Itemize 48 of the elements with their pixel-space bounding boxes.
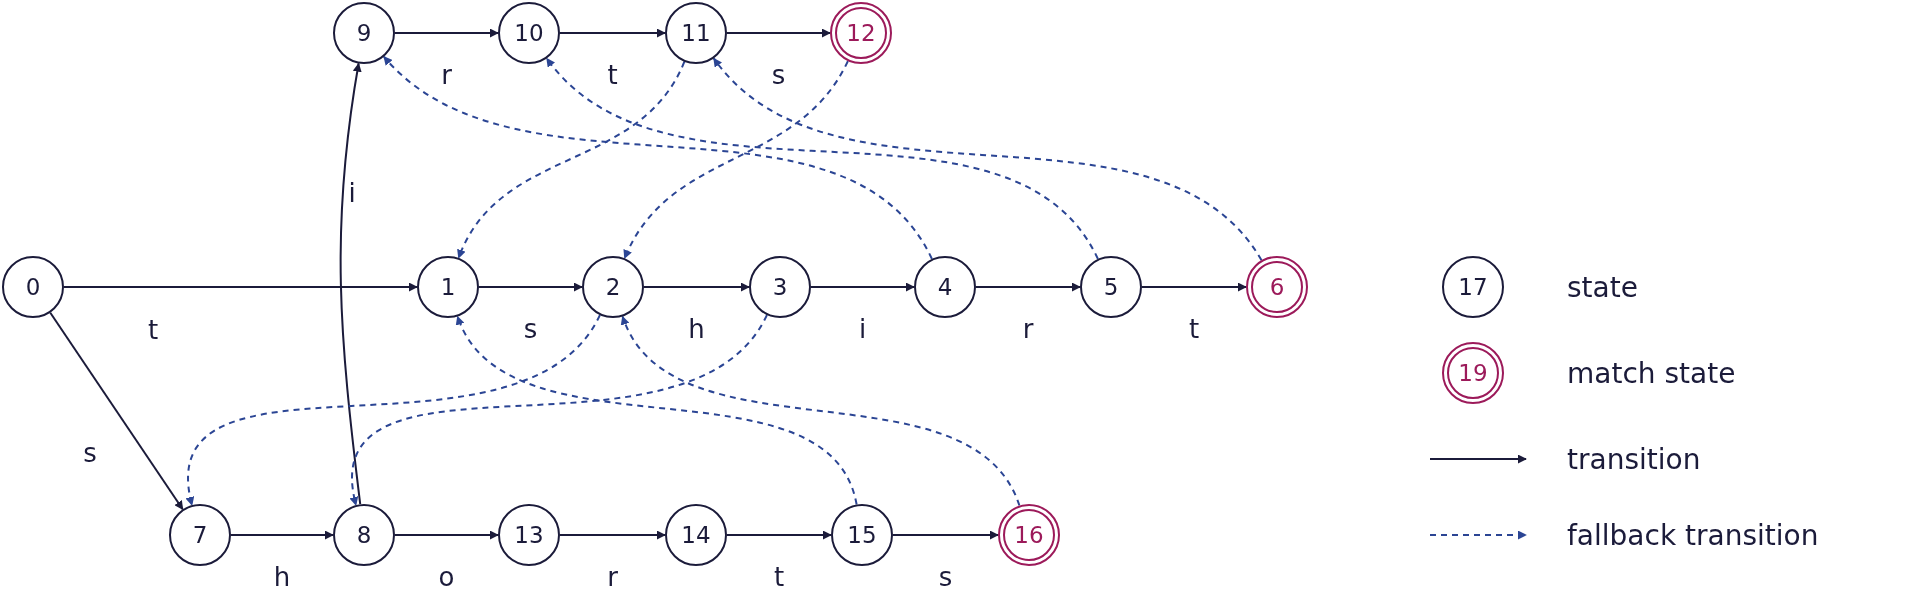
state-circle: 5 [1080,256,1142,318]
match-state-circle: 6 [1246,256,1308,318]
legend-label: transition [1567,442,1701,476]
fallback-arrow [623,60,849,260]
fallback-arrow [456,315,858,506]
transition-arrow [559,28,666,38]
state-circle: 3 [749,256,811,318]
transition-arrow [63,282,418,292]
state-circle: 9 [333,2,395,64]
transition-arrow [892,530,999,540]
transition-arrow [49,311,184,511]
transition-arrow [394,28,499,38]
transition-arrow [1141,282,1247,292]
state-circle: 10 [498,2,560,64]
fallback-arrow [457,60,686,259]
transition-arrow [559,530,666,540]
fallback-arrow [186,314,601,507]
transition-arrow [230,530,334,540]
legend-state-circle: 17 [1442,256,1504,318]
fallback-arrow [712,57,1263,262]
fallback-arrow [621,315,1021,507]
state-circle: 14 [665,504,727,566]
state-circle: 0 [2,256,64,318]
state-circle: 8 [333,504,395,566]
transition-arrow [478,282,583,292]
fallback-arrow [350,314,768,507]
state-circle: 1 [417,256,479,318]
state-circle: 15 [831,504,893,566]
transition-arrow [643,282,750,292]
transition-arrow [394,530,499,540]
legend-label: match state [1567,356,1736,390]
legend-match-state-circle: 19 [1442,342,1504,404]
transition-arrow [726,28,831,38]
legend-label: fallback transition [1567,518,1819,552]
state-circle: 2 [582,256,644,318]
transition-arrow [339,62,362,506]
state-circle: 11 [665,2,727,64]
match-state-circle: 12 [830,2,892,64]
transition-arrow [810,282,915,292]
state-circle: 7 [169,504,231,566]
transition-arrow [975,282,1081,292]
fallback-arrow [382,55,933,260]
state-circle: 4 [914,256,976,318]
fallback-arrow [545,57,1099,260]
legend-label: state [1567,270,1638,304]
match-state-circle: 16 [998,504,1060,566]
transition-arrow [726,530,832,540]
state-circle: 13 [498,504,560,566]
